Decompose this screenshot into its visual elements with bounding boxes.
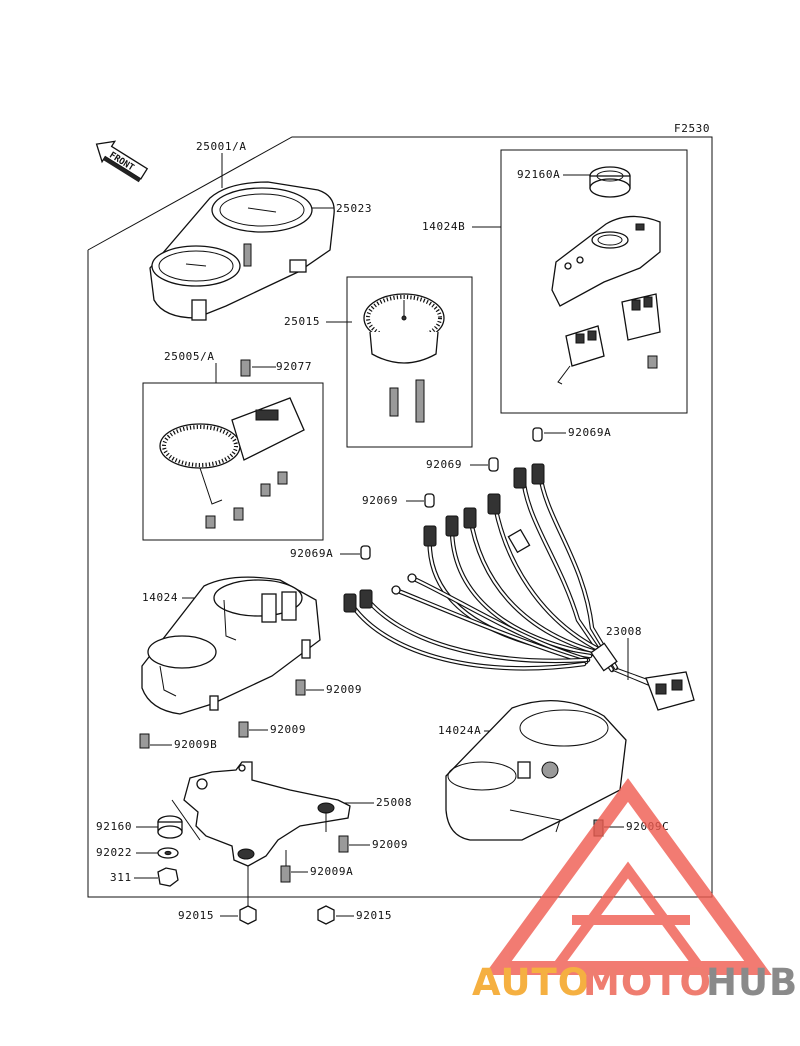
watermark-auto: AUTO	[472, 961, 590, 1004]
cover-14024B-group: 14024B 92160A	[422, 149, 688, 414]
label-14024A: 14024A	[438, 724, 481, 737]
label-14024B: 14024B	[422, 220, 465, 233]
label-25001A: 25001/A	[196, 140, 247, 153]
label-92009-c: 92009	[372, 838, 408, 851]
label-92160: 92160	[96, 820, 132, 833]
label-311: 311	[110, 871, 132, 884]
label-23008: 23008	[606, 625, 642, 638]
label-92022: 92022	[96, 846, 132, 859]
label-92160A: 92160A	[517, 168, 560, 181]
label-92069-b: 92069	[362, 494, 398, 507]
nuts-92015: 92015 92015	[178, 866, 392, 925]
watermark-moto: MOTO	[583, 961, 712, 1004]
label-25015: 25015	[284, 315, 320, 328]
bracket-25008: 25008	[171, 761, 412, 867]
figure-code: F2530	[674, 122, 710, 135]
wiring-harness: 23008	[343, 463, 695, 711]
label-92069A-left: 92069A	[290, 547, 333, 560]
tachometer-group: 25015	[284, 276, 473, 448]
bulb-sockets: 92069A 92069 92069 92069A	[290, 426, 611, 560]
label-92009A: 92009A	[310, 865, 353, 878]
label-92069-a: 92069	[426, 458, 462, 471]
meter-assembly: 25001/A 25023	[149, 140, 372, 321]
watermark-logo-icon	[484, 778, 772, 975]
main-frame	[87, 136, 713, 898]
front-arrow: FRONT	[95, 140, 149, 183]
speedometer-group: 25005/A 92077	[142, 350, 324, 541]
label-92015-a: 92015	[178, 909, 214, 922]
label-92077: 92077	[276, 360, 312, 373]
label-92009-a: 92009	[326, 683, 362, 696]
cover-14024A: 14024A	[438, 699, 627, 841]
label-92069A-top: 92069A	[568, 426, 611, 439]
watermark-text: AUTO MOTO HUB	[472, 961, 798, 1004]
watermark-hub: HUB	[706, 961, 798, 1004]
label-14024: 14024	[142, 591, 178, 604]
label-25008: 25008	[376, 796, 412, 809]
label-25023: 25023	[336, 202, 372, 215]
meter-case-14024: 14024	[141, 576, 321, 715]
label-92015-b: 92015	[356, 909, 392, 922]
label-92009B: 92009B	[174, 738, 217, 751]
label-25005A: 25005/A	[164, 350, 215, 363]
screws-92009: 92009 92009 92009B	[139, 679, 362, 751]
small-parts: 92160 92022 311	[96, 815, 183, 887]
label-92009-b: 92009	[270, 723, 306, 736]
